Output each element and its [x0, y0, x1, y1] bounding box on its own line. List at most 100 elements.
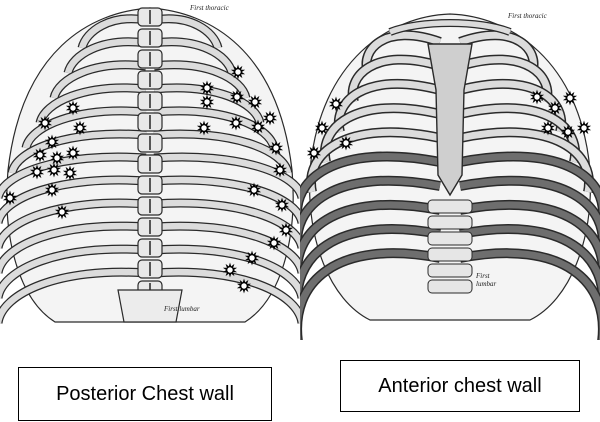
lumbar-vertebra-6	[427, 279, 473, 294]
starburst-icon	[262, 110, 278, 126]
starburst-center	[277, 167, 283, 173]
anterior-caption: Anterior chest wall	[378, 374, 542, 397]
rib-6-right	[153, 130, 292, 174]
rib-2-left	[64, 38, 147, 75]
first-rib-arc-fill	[388, 20, 512, 35]
starburst-center	[311, 150, 317, 156]
rib-9-right	[459, 225, 600, 312]
starburst-icon	[278, 222, 294, 238]
starburst-center	[204, 85, 210, 91]
starburst-center	[227, 267, 233, 273]
rib-5-left	[22, 107, 147, 150]
rib-10-left	[0, 222, 147, 274]
starburst-icon	[268, 140, 284, 156]
starburst-icon	[2, 190, 18, 206]
starburst-center	[283, 227, 289, 233]
starburst-icon	[44, 182, 60, 198]
starburst-center	[201, 125, 207, 131]
starburst-icon	[540, 120, 556, 136]
rib-3-left	[50, 61, 147, 100]
rib-8-left	[0, 176, 147, 224]
starburst-icon	[274, 197, 290, 213]
starburst-center	[279, 202, 285, 208]
starburst-center	[70, 150, 76, 156]
anterior-first-lumbar-label: First lumbar	[476, 272, 497, 288]
posterior-first-thoracic-label: First thoracic	[190, 4, 229, 12]
starburst-icon	[247, 94, 263, 110]
starburst-icon	[65, 100, 81, 116]
rib-1-left	[78, 15, 147, 50]
starburst-center	[273, 145, 279, 151]
starburst-icon	[250, 119, 266, 135]
rib-6-left	[300, 153, 441, 222]
starburst-icon	[72, 120, 88, 136]
starburst-icon	[244, 250, 260, 266]
anterior-rib-cage-illustration	[300, 13, 600, 340]
starburst-icon	[62, 165, 78, 181]
posterior-chest-wall-figure	[0, 0, 300, 335]
starburst-icon	[196, 120, 212, 136]
rib-9-right	[153, 199, 300, 249]
rib-9-left	[300, 225, 441, 312]
posterior-caption: Posterior Chest wall	[56, 382, 234, 405]
starburst-center	[319, 125, 325, 131]
starburst-icon	[338, 135, 354, 151]
starburst-center	[37, 152, 43, 158]
rib-7-left	[300, 177, 441, 252]
starburst-icon	[314, 120, 330, 136]
starburst-center	[7, 195, 13, 201]
starburst-center	[552, 105, 558, 111]
starburst-icon	[328, 96, 344, 112]
rib-6-right	[459, 153, 600, 222]
starburst-icon	[222, 262, 238, 278]
starburst-center	[343, 140, 349, 146]
starburst-center	[251, 187, 257, 193]
starburst-center	[51, 167, 57, 173]
starburst-icon	[272, 162, 288, 178]
lumbar-vertebra-1	[427, 199, 473, 214]
starburst-center	[234, 94, 240, 100]
starburst-center	[70, 105, 76, 111]
rib-8-right	[459, 201, 600, 282]
rib-10-left	[300, 249, 441, 340]
rib-11-left	[0, 245, 147, 299]
starburst-icon	[229, 89, 245, 105]
starburst-center	[59, 209, 65, 215]
starburst-center	[565, 129, 571, 135]
lumbar-vertebra-3	[427, 231, 473, 246]
starburst-icon	[266, 235, 282, 251]
starburst-center	[233, 120, 239, 126]
rib-10-right	[153, 222, 300, 274]
rib-8-right	[153, 176, 300, 224]
starburst-center	[54, 155, 60, 161]
posterior-rib-cage-illustration	[0, 7, 300, 325]
starburst-icon	[306, 145, 322, 161]
anterior-caption-box: Anterior chest wall	[340, 360, 580, 412]
rib-4-right	[153, 84, 264, 125]
starburst-icon	[576, 120, 592, 136]
lumbar-vertebra-4	[427, 247, 473, 262]
rib-2-right	[153, 38, 236, 75]
lumbar-vertebra-2	[427, 215, 473, 230]
starburst-icon	[547, 100, 563, 116]
rib-11-right	[153, 245, 300, 299]
starburst-center	[204, 99, 210, 105]
starburst-icon	[32, 147, 48, 163]
starburst-icon	[230, 64, 246, 80]
starburst-icon	[46, 162, 62, 178]
starburst-center	[49, 139, 55, 145]
rib-4-left	[36, 84, 147, 125]
starburst-icon	[199, 94, 215, 110]
starburst-center	[49, 187, 55, 193]
rib-1-right	[153, 15, 222, 50]
starburst-icon	[54, 204, 70, 220]
starburst-center	[249, 255, 255, 261]
starburst-center	[34, 169, 40, 175]
starburst-center	[534, 94, 540, 100]
starburst-icon	[29, 164, 45, 180]
starburst-icon	[228, 115, 244, 131]
first-lumbar-vertebra	[117, 289, 183, 323]
rib-3-right	[153, 61, 250, 100]
starburst-center	[567, 95, 573, 101]
rib-9-left	[0, 199, 147, 249]
